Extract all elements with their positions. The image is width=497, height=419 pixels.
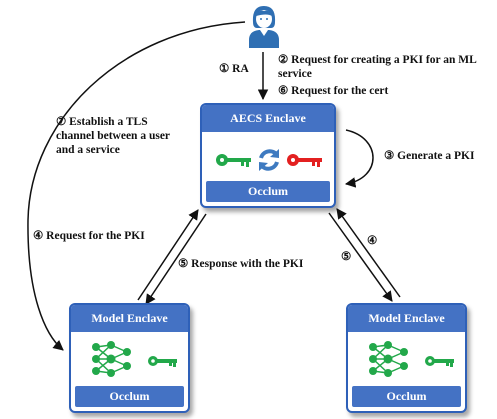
tls-channel-arrow [27,21,246,351]
green-key-icon [216,154,251,167]
neural-network-icon [92,341,131,377]
model-enclave-left: Model Enclave Occlum [69,303,190,413]
model-enclave-left-footer: Occlum [75,386,184,407]
left-response-arrow [145,213,207,305]
label-step7: ⑦ Establish a TLS channel between a user… [56,116,170,156]
label-step2: ② Request for creating a PKI for an ML s… [278,54,477,80]
label-step1: ① RA [219,63,249,75]
label-step4: ④ Request for the PKI [33,230,145,242]
green-key-icon [148,356,177,367]
model-enclave-left-title: Model Enclave [71,305,188,332]
model-enclave-right: Model Enclave Occlum [346,303,467,413]
label-step5-right: ⑤ [341,251,352,263]
model-enclave-right-footer: Occlum [352,386,461,407]
user-icon [249,6,279,48]
red-key-icon [287,154,322,167]
right-request-arrow [336,208,401,298]
aecs-enclave-footer: Occlum [206,181,330,202]
generate-loop-arrow [344,129,374,188]
neural-network-icon [369,341,408,377]
label-step3: ③ Generate a PKI [384,150,475,162]
aecs-enclave: AECS Enclave Occlum [200,103,336,208]
refresh-icon [259,149,279,171]
label-step4-right: ④ [367,235,378,247]
model-enclave-right-title: Model Enclave [348,305,465,332]
green-key-icon [425,356,454,367]
aecs-enclave-title: AECS Enclave [202,105,334,132]
label-step5: ⑤ Response with the PKI [178,258,304,270]
label-step6: ⑥ Request for the cert [278,85,389,97]
left-request-arrow [137,209,199,301]
right-response-arrow [328,212,393,302]
